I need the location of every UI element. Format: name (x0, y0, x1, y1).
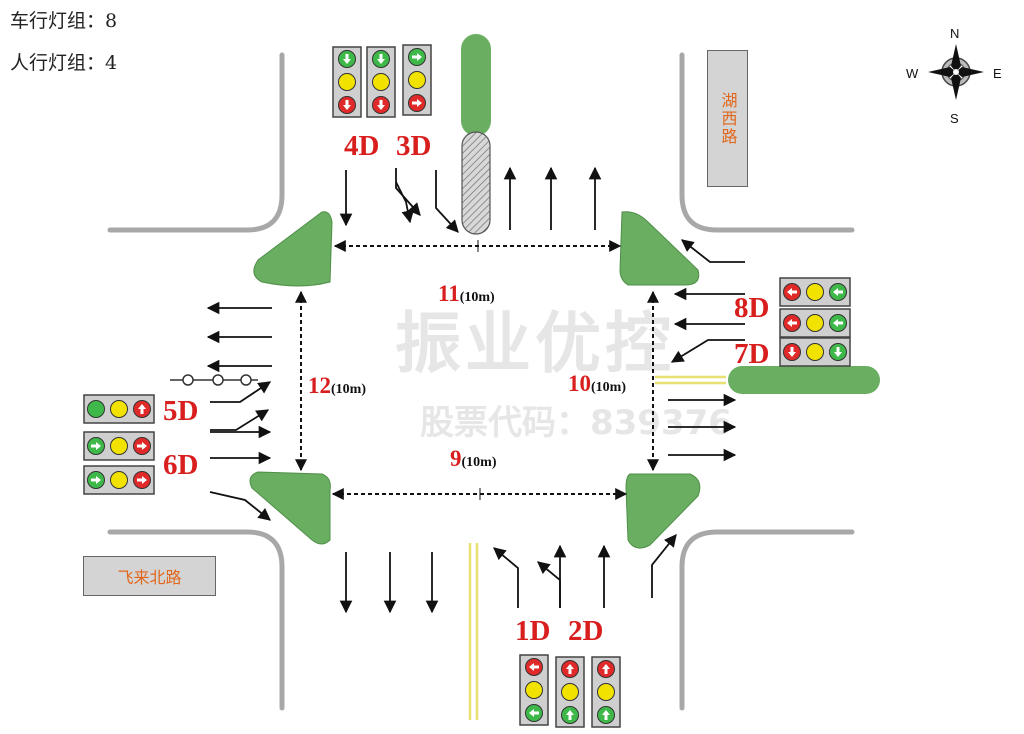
street-sign-north-south: 湖西路 (707, 50, 748, 187)
lamp-arrow (833, 288, 843, 296)
signal-group-8d: 8D (734, 292, 770, 324)
lamp-arrow (788, 347, 796, 357)
lamp-arrow (529, 663, 539, 671)
lamp-arrow (343, 100, 351, 110)
signal-lamp (110, 471, 128, 489)
signal-lamp (408, 71, 426, 89)
street-sign-east-west: 飞来北路 (83, 556, 216, 596)
signal-group-7d: 7D (734, 338, 770, 370)
signal-lamp (110, 437, 128, 455)
island-nw (253, 211, 333, 287)
lamp-arrow (377, 54, 385, 64)
lamp-arrow (412, 53, 422, 61)
signal-lamp (806, 314, 824, 332)
lamp-arrow (529, 709, 539, 717)
signal-head-8d-a (779, 277, 851, 307)
signal-group-5d: 5D (163, 395, 199, 427)
signal-head-8d-b (779, 308, 851, 338)
ped-group-count: 人行灯组：4 (10, 52, 118, 74)
traffic-lights (83, 44, 851, 728)
corner-islands (249, 211, 701, 549)
compass-s: S (950, 111, 959, 126)
signal-head-6d-b (83, 465, 155, 495)
lamp-arrow (787, 319, 797, 327)
lamp-arrow (602, 710, 610, 720)
compass-icon (928, 44, 984, 100)
north-median (461, 34, 491, 136)
island-ne (619, 211, 700, 286)
signal-group-3d: 3D (396, 130, 432, 162)
signal-head-4d-b (366, 46, 396, 118)
road-curbs (107, 52, 855, 711)
lane-arrows (206, 166, 745, 614)
lamp-arrow (91, 476, 101, 484)
lamp-arrow (566, 710, 574, 720)
compass-w: W (906, 66, 919, 81)
signal-group-2d: 2D (568, 615, 604, 647)
signal-lamp (806, 283, 824, 301)
signal-head-3d (402, 44, 432, 116)
watermark-text: 振业优控 (395, 305, 675, 382)
signal-lamp (561, 683, 579, 701)
east-median (728, 366, 880, 394)
island-sw (249, 471, 331, 545)
signal-group-6d: 6D (163, 449, 199, 481)
lamp-arrow (833, 319, 843, 327)
lamp-arrow (377, 100, 385, 110)
signal-group-1d: 1D (515, 615, 551, 647)
lamp-arrow (91, 442, 101, 450)
lamp-arrow (343, 54, 351, 64)
lamp-arrow (412, 99, 422, 107)
signal-head-6d-a (83, 431, 155, 461)
compass-n: N (950, 26, 960, 41)
crosswalk-label-9: 9(10m) (450, 446, 497, 471)
watermark-stock: 股票代码：839376 (420, 403, 732, 443)
signal-lamp (525, 681, 543, 699)
lamp-arrow (834, 347, 842, 357)
lamp-arrow (138, 404, 146, 414)
lamp-arrow (137, 442, 147, 450)
signal-group-4d: 4D (344, 130, 380, 162)
lamp-arrow (137, 476, 147, 484)
signal-head-2d-a (555, 656, 585, 728)
lamp-arrow (566, 664, 574, 674)
signal-lamp (338, 73, 356, 91)
signal-head-4d-a (332, 46, 362, 118)
lamp-arrow (602, 664, 610, 674)
crosswalk-label-10: 10(10m) (568, 371, 626, 396)
signal-head-1d (519, 654, 549, 726)
signal-head-2d-b (591, 656, 621, 728)
ped-rail-west (170, 374, 258, 386)
crosswalk-label-11: 11(10m) (438, 281, 495, 306)
island-se (625, 473, 701, 549)
signal-head-7d (779, 337, 851, 367)
signal-lamp (87, 400, 105, 418)
signal-lamp (597, 683, 615, 701)
signal-lamp (110, 400, 128, 418)
north-median-hatched (461, 131, 491, 235)
signal-lamp (372, 73, 390, 91)
lamp-arrow (787, 288, 797, 296)
vehicle-group-count: 车行灯组：8 (10, 10, 118, 32)
signal-head-5d (83, 394, 155, 424)
signal-lamp (806, 343, 824, 361)
compass-e: E (993, 66, 1002, 81)
crosswalk-label-12: 12(10m) (308, 373, 366, 398)
